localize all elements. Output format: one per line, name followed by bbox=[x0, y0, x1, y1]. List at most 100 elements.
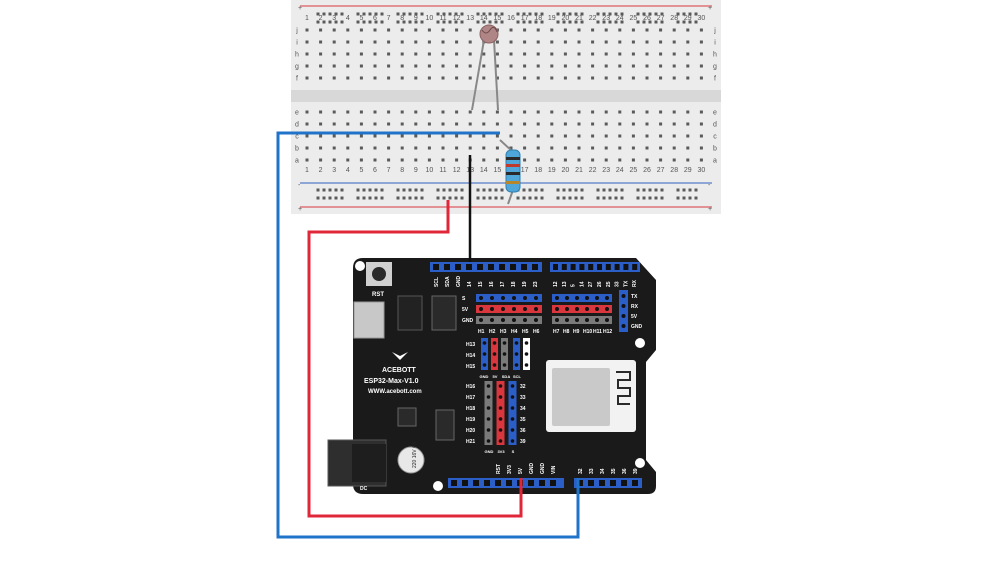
analog-header-label: 35 bbox=[611, 468, 617, 474]
top-header-label: 19 bbox=[522, 281, 528, 287]
breadboard-hole bbox=[441, 146, 445, 150]
resistor-band-3 bbox=[506, 172, 520, 175]
row-letter: b bbox=[295, 146, 299, 153]
header-pin bbox=[553, 264, 558, 270]
rail-hole bbox=[408, 196, 412, 200]
analog-header bbox=[574, 478, 642, 488]
breadboard-hole bbox=[618, 52, 622, 56]
rail-hole bbox=[642, 20, 646, 24]
rail-hole bbox=[374, 196, 378, 200]
mount-hole-1 bbox=[355, 261, 365, 271]
header-pin bbox=[501, 296, 505, 300]
breadboard-hole bbox=[332, 146, 336, 150]
column-number: 10 bbox=[426, 15, 434, 22]
breadboard-hole bbox=[631, 28, 635, 32]
breadboard-hole bbox=[699, 110, 703, 114]
header-pin bbox=[486, 395, 491, 399]
rail-plus-label-bottom: + bbox=[298, 206, 302, 213]
rail-hole bbox=[408, 20, 412, 24]
header-pin bbox=[621, 304, 626, 308]
breadboard-hole bbox=[455, 110, 459, 114]
header-pin bbox=[524, 352, 529, 356]
rail-hole bbox=[402, 20, 406, 24]
breadboard-hole bbox=[659, 146, 663, 150]
header-pin bbox=[482, 363, 487, 367]
header-pin bbox=[501, 318, 505, 322]
column-number: 14 bbox=[480, 15, 488, 22]
rail-hole bbox=[620, 188, 624, 192]
breadboard-hole bbox=[604, 28, 608, 32]
breadboard-hole bbox=[523, 52, 527, 56]
breadboard-hole bbox=[591, 52, 595, 56]
breadboard-hole bbox=[686, 110, 690, 114]
board-brand: ACEBOTT bbox=[382, 367, 417, 374]
breadboard-hole bbox=[305, 64, 309, 68]
row-letter: f bbox=[296, 76, 298, 83]
breadboard-channel bbox=[291, 90, 721, 102]
rail-hole bbox=[420, 12, 424, 16]
rail-hole bbox=[448, 188, 452, 192]
rail-hole bbox=[482, 20, 486, 24]
breadboard-hole bbox=[495, 122, 499, 126]
photoresistor-head bbox=[479, 24, 499, 44]
rail-hole bbox=[654, 196, 658, 200]
header-pin bbox=[550, 480, 556, 486]
rail-hole bbox=[414, 12, 418, 16]
breadboard-hole bbox=[618, 28, 622, 32]
breadboard-hole bbox=[509, 28, 513, 32]
top-header-label: 16 bbox=[489, 281, 495, 287]
rail-hole bbox=[540, 20, 544, 24]
rail-hole bbox=[408, 188, 412, 192]
breadboard-hole bbox=[536, 76, 540, 80]
breadboard-hole bbox=[645, 40, 649, 44]
breadboard-hole bbox=[455, 52, 459, 56]
column-number: 24 bbox=[616, 167, 624, 174]
rail-hole bbox=[580, 12, 584, 16]
header-pin bbox=[575, 296, 579, 300]
row-letter: j bbox=[295, 28, 298, 35]
header-pin bbox=[490, 318, 494, 322]
row-letter: c bbox=[295, 134, 299, 141]
breadboard-hole bbox=[359, 134, 363, 138]
column-number: 27 bbox=[657, 15, 665, 22]
column-number: 14 bbox=[480, 167, 488, 174]
rail-hole bbox=[454, 12, 458, 16]
breadboard-hole bbox=[400, 40, 404, 44]
header-pin bbox=[451, 480, 457, 486]
breadboard-hole bbox=[577, 28, 581, 32]
breadboard-hole bbox=[509, 122, 513, 126]
board-website: WWW.acebott.com bbox=[368, 389, 422, 395]
analog-header-label: 34 bbox=[600, 468, 606, 474]
header-pin bbox=[565, 318, 569, 322]
photoresistor-squiggle-icon bbox=[481, 26, 498, 34]
pin-row-strip bbox=[552, 316, 612, 324]
breadboard-hole bbox=[672, 122, 676, 126]
mount-hole-4 bbox=[433, 481, 443, 491]
rail-hole bbox=[580, 196, 584, 200]
breadboard-hole bbox=[387, 52, 391, 56]
breadboard-hole bbox=[604, 76, 608, 80]
breadboard-hole bbox=[482, 158, 486, 162]
rail-hole bbox=[660, 20, 664, 24]
rail-hole bbox=[620, 196, 624, 200]
i2c-label: GND bbox=[480, 374, 489, 379]
breadboard-hole bbox=[659, 64, 663, 68]
breadboard-hole bbox=[618, 158, 622, 162]
header-pin bbox=[479, 318, 483, 322]
resistor bbox=[499, 139, 521, 205]
breadboard-hole bbox=[346, 110, 350, 114]
rail-hole bbox=[540, 196, 544, 200]
rail-hole bbox=[596, 12, 600, 16]
breadboard-hole bbox=[563, 110, 567, 114]
rail-hole bbox=[460, 196, 464, 200]
header-pin bbox=[502, 341, 507, 345]
top-header-label: 27 bbox=[588, 281, 594, 287]
rail-hole bbox=[534, 12, 538, 16]
capacitor bbox=[397, 446, 425, 474]
breadboard-hole bbox=[332, 122, 336, 126]
rail-hole bbox=[322, 196, 326, 200]
breadboard-hole bbox=[482, 122, 486, 126]
header-pin bbox=[588, 264, 594, 270]
analog-header-label: 32 bbox=[578, 468, 584, 474]
rail-hole bbox=[556, 196, 560, 200]
